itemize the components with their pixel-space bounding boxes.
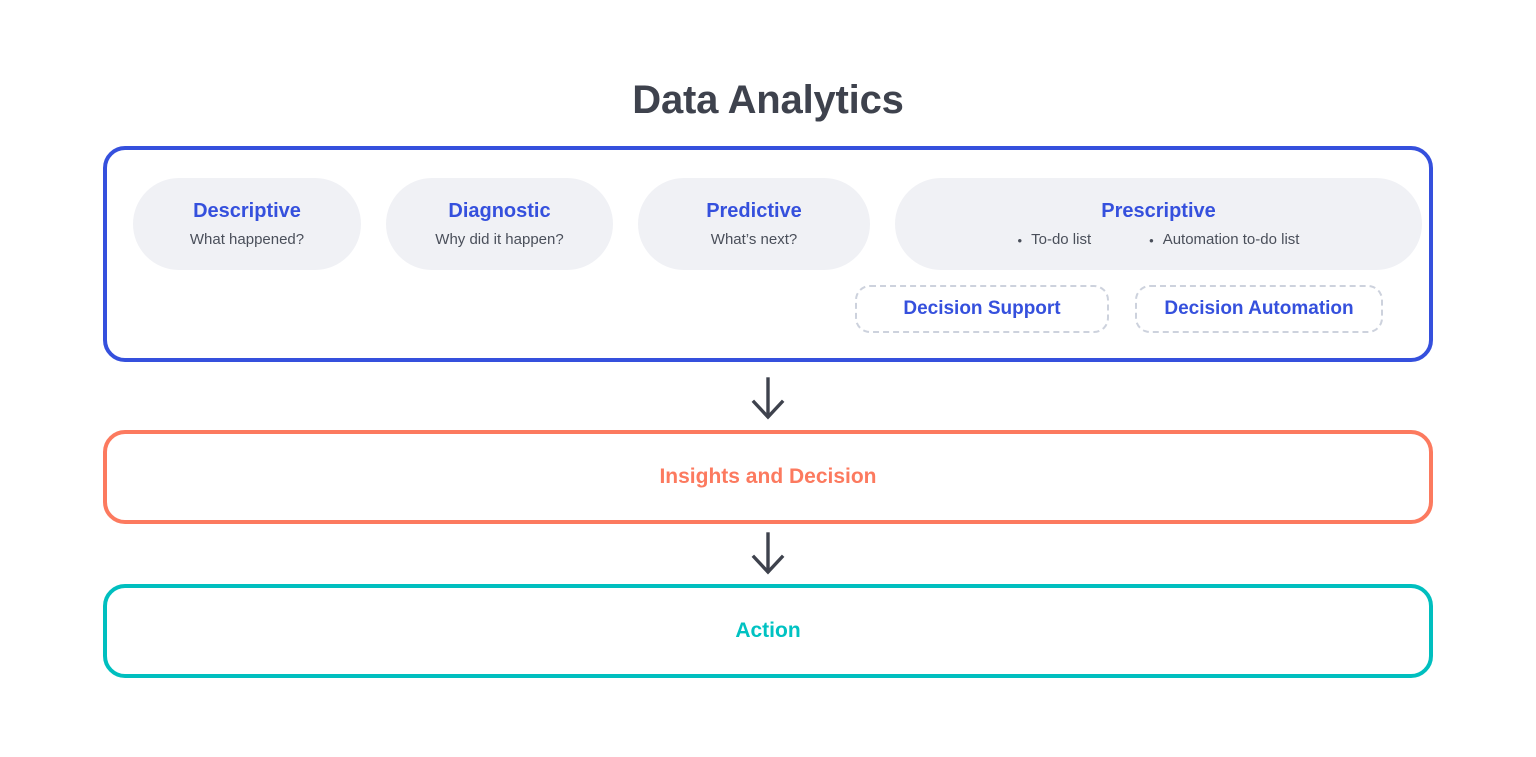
decision-automation-box[interactable]: Decision Automation bbox=[1135, 285, 1383, 333]
pill-title: Prescriptive bbox=[1101, 200, 1216, 222]
analytics-pill-row: Descriptive What happened? Diagnostic Wh… bbox=[133, 178, 1422, 270]
decision-support-label: Decision Support bbox=[903, 298, 1061, 319]
prescriptive-bullet-list: • To-do list • Automation to-do list bbox=[1018, 231, 1300, 249]
decision-support-box[interactable]: Decision Support bbox=[855, 285, 1109, 333]
pill-diagnostic[interactable]: Diagnostic Why did it happen? bbox=[386, 178, 613, 270]
pill-title: Descriptive bbox=[193, 200, 301, 222]
pill-title: Diagnostic bbox=[448, 200, 551, 222]
arrow-down-icon bbox=[743, 374, 793, 424]
action-stage-box: Action bbox=[103, 584, 1433, 678]
decision-box-row: Decision Support Decision Automation bbox=[855, 285, 1383, 333]
pill-descriptive[interactable]: Descriptive What happened? bbox=[133, 178, 361, 270]
insights-label: Insights and Decision bbox=[659, 465, 877, 488]
list-item: • Automation to-do list bbox=[1149, 231, 1299, 249]
list-item-label: Automation to-do list bbox=[1162, 231, 1300, 248]
bullet-dot-icon: • bbox=[1149, 232, 1154, 248]
list-item: • To-do list bbox=[1018, 231, 1092, 249]
analytics-stage-box: Descriptive What happened? Diagnostic Wh… bbox=[103, 146, 1433, 362]
bullet-dot-icon: • bbox=[1017, 232, 1023, 248]
pill-subtitle: What’s next? bbox=[710, 231, 798, 248]
pill-subtitle: Why did it happen? bbox=[435, 231, 564, 248]
list-item-label: To-do list bbox=[1031, 231, 1092, 248]
action-label: Action bbox=[735, 619, 801, 642]
pill-subtitle: What happened? bbox=[189, 231, 305, 248]
pill-title: Predictive bbox=[706, 200, 802, 222]
page-title: Data Analytics bbox=[632, 78, 904, 122]
decision-automation-label: Decision Automation bbox=[1164, 298, 1354, 319]
pill-prescriptive[interactable]: Prescriptive • To-do list • Automation t… bbox=[895, 178, 1422, 270]
pill-predictive[interactable]: Predictive What’s next? bbox=[638, 178, 870, 270]
arrow-down-icon bbox=[743, 529, 793, 579]
insights-stage-box: Insights and Decision bbox=[103, 430, 1433, 524]
